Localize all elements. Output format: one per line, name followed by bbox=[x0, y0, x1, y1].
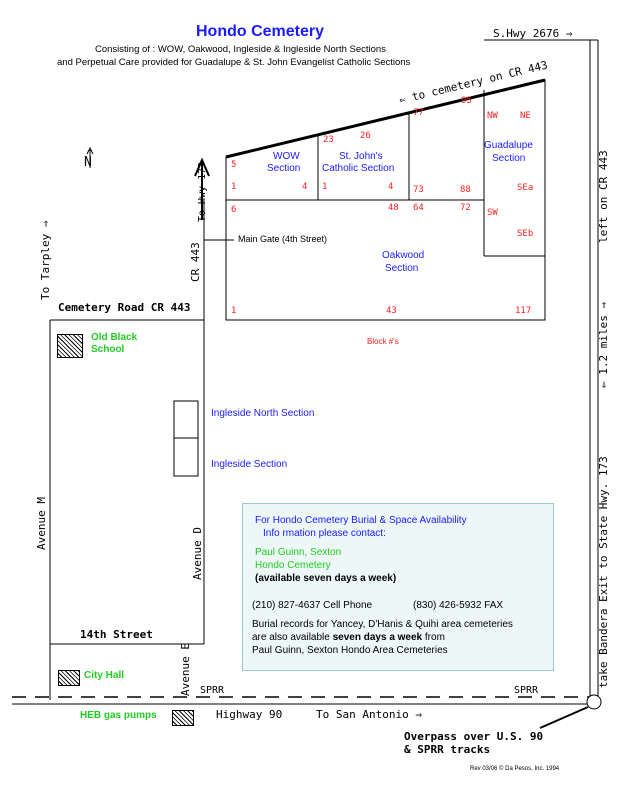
info-box: For Hondo Cemetery Burial & Space Availa… bbox=[242, 503, 554, 671]
block-26: 26 bbox=[360, 131, 371, 141]
section-st-johns-2: Catholic Section bbox=[322, 163, 395, 174]
cemetery-north-road bbox=[225, 78, 546, 159]
road-label-sprr-right: SPRR bbox=[514, 685, 539, 696]
section-oakwood-1: Oakwood bbox=[382, 250, 425, 261]
road-label-cemetery-road: Cemetery Road CR 443 bbox=[58, 301, 191, 314]
subtitle-line-1: Consisting of : WOW, Oakwood, Ingleside … bbox=[95, 44, 386, 55]
block-4-wow: 4 bbox=[302, 182, 308, 192]
ingleside-label: Ingleside Section bbox=[211, 459, 288, 470]
road-label-s-hwy-2676: S.Hwy 2676 ⇒ bbox=[493, 27, 573, 40]
block-legend: Block #'s bbox=[367, 337, 399, 346]
road-label-left-on-cr443: left on CR 443 bbox=[597, 150, 610, 243]
block-95: 95 bbox=[461, 96, 472, 106]
section-st-johns-1: St. John's bbox=[339, 151, 383, 162]
block-6: 6 bbox=[231, 205, 237, 215]
subtitle-line-2: and Perpetual Care provided for Guadalup… bbox=[57, 57, 411, 68]
map-title: Hondo Cemetery bbox=[196, 23, 325, 40]
info-availability: (available seven days a week) bbox=[255, 573, 397, 584]
info-records-1: Burial records for Yancey, D'Hanis & Qui… bbox=[252, 619, 513, 630]
block-72: 72 bbox=[460, 203, 471, 213]
city-hall-icon bbox=[58, 670, 80, 686]
road-label-miles: ⇐ 1.2 miles ⇒ bbox=[597, 301, 610, 388]
info-records-2: are also available seven days a week fro… bbox=[252, 632, 445, 643]
road-label-avenue-m: Avenue M bbox=[35, 497, 48, 550]
road-label-to-hwy-173: To Hwy 173 bbox=[197, 161, 208, 222]
block-1-oakwood: 1 bbox=[231, 306, 237, 316]
block-77: 77 bbox=[413, 108, 424, 118]
heb-icon bbox=[172, 710, 194, 726]
road-label-to-san-antonio: To San Antonio ⇒ bbox=[316, 708, 422, 721]
info-heading-2: Info rmation please contact: bbox=[263, 528, 386, 539]
block-48: 48 bbox=[388, 203, 399, 213]
section-wow-1: WOW bbox=[273, 151, 300, 162]
old-black-school-1: Old Black bbox=[91, 332, 138, 343]
city-hall-label: City Hall bbox=[84, 670, 125, 681]
info-cell-phone: (210) 827-4637 Cell Phone bbox=[252, 600, 373, 611]
section-oakwood-2: Section bbox=[385, 263, 419, 274]
block-seb: SEb bbox=[517, 229, 534, 239]
block-nw: NW bbox=[487, 111, 498, 121]
block-88: 88 bbox=[460, 185, 471, 195]
north-symbol: N bbox=[84, 155, 92, 170]
road-label-cr-443: CR 443 bbox=[189, 242, 202, 282]
overpass-label-1: Overpass over U.S. 90 bbox=[404, 730, 544, 743]
block-73: 73 bbox=[413, 185, 424, 195]
heb-label: HEB gas pumps bbox=[80, 710, 157, 721]
road-label-to-tarpley: To Tarpley ⇒ bbox=[39, 220, 52, 300]
road-label-avenue-d: Avenue D bbox=[191, 527, 204, 580]
road-label-avenue-e: Avenue E bbox=[179, 643, 192, 696]
block-5: 5 bbox=[231, 160, 237, 170]
block-sw: SW bbox=[487, 208, 498, 218]
road-label-14th-street: 14th Street bbox=[80, 628, 153, 641]
road-label-sprr-left: SPRR bbox=[200, 685, 225, 696]
info-heading-1: For Hondo Cemetery Burial & Space Availa… bbox=[255, 515, 467, 526]
revision-note: Rev 03/06 © Da Pesos, Inc. 1994 bbox=[470, 766, 560, 772]
block-64: 64 bbox=[413, 203, 424, 213]
old-black-school-2: School bbox=[91, 344, 125, 355]
block-sea: SEa bbox=[517, 183, 534, 193]
main-gate-label: Main Gate (4th Street) bbox=[238, 234, 328, 244]
block-1-wow: 1 bbox=[231, 182, 237, 192]
section-guadalupe-1: Guadalupe bbox=[484, 140, 533, 151]
info-contact-name: Paul Guinn, Sexton bbox=[255, 547, 342, 558]
block-43: 43 bbox=[386, 306, 397, 316]
block-4-stjohn: 4 bbox=[388, 182, 394, 192]
overpass-label-2: & SPRR tracks bbox=[404, 743, 491, 756]
block-117: 117 bbox=[515, 306, 532, 316]
ingleside-north-label: Ingleside North Section bbox=[211, 408, 315, 419]
info-contact-org: Hondo Cemetery bbox=[255, 560, 331, 571]
info-records-3: Paul Guinn, Sexton Hondo Area Cemeteries bbox=[252, 645, 448, 656]
block-1-stjohn: 1 bbox=[322, 182, 328, 192]
old-black-school-icon bbox=[57, 334, 83, 358]
block-ne: NE bbox=[520, 111, 531, 121]
road-label-highway-90: Highway 90 bbox=[216, 708, 283, 721]
road-label-take-bandera: take Bandera Exit to State Hwy. 173 bbox=[597, 456, 610, 688]
section-guadalupe-2: Section bbox=[492, 153, 526, 164]
info-fax: (830) 426-5932 FAX bbox=[413, 600, 504, 611]
section-wow-2: Section bbox=[267, 163, 301, 174]
block-23: 23 bbox=[323, 135, 334, 145]
